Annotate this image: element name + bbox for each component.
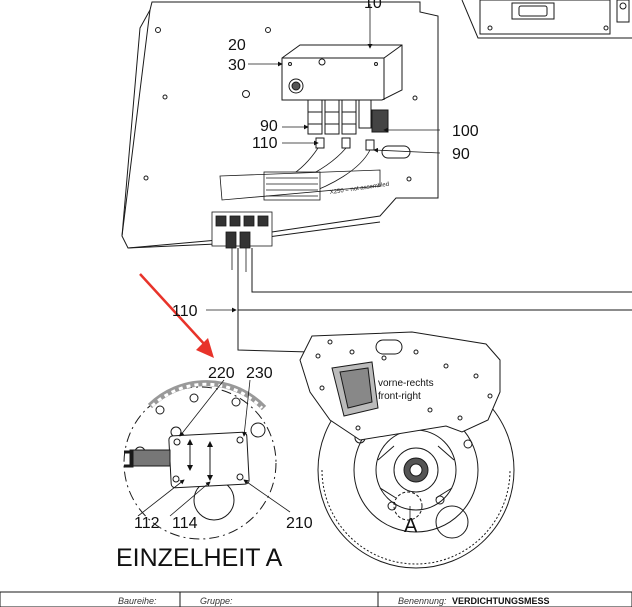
- sensor-bracket: [299, 331, 501, 441]
- title-block-name-value: VERDICHTUNGSMESS: [452, 596, 550, 606]
- leader-lines: [137, 4, 441, 518]
- wiring-harness: [211, 147, 381, 272]
- callout-210: 210: [286, 515, 313, 532]
- callout-112: 112: [134, 515, 160, 532]
- wiring-note: X250 = not assembled: [329, 182, 389, 196]
- title-block-name-label: Benennung:: [398, 596, 447, 606]
- callout-110-upper: 110: [252, 135, 278, 152]
- position-label-de: vorne-rechts: [378, 378, 434, 389]
- highlight-arrow: [139, 273, 214, 358]
- position-label-en: front-right: [378, 391, 421, 402]
- callout-30: 30: [228, 57, 246, 74]
- cable-runs: [237, 248, 632, 353]
- callout-90-left: 90: [260, 118, 278, 135]
- detail-a-view: [123, 380, 277, 540]
- callout-114: 114: [172, 515, 198, 532]
- junction-box: [281, 44, 403, 101]
- title-block-series-label: Baureihe:: [118, 596, 157, 606]
- mounting-plate: [121, 1, 439, 249]
- callout-110-lower: 110: [172, 303, 198, 320]
- callout-220: 220: [208, 365, 235, 382]
- callout-100: 100: [452, 123, 479, 140]
- callout-90-right: 90: [452, 146, 470, 163]
- control-panel: [461, 0, 632, 39]
- detail-title: EINZELHEIT A: [116, 544, 283, 572]
- cable-glands: [307, 99, 389, 151]
- callout-230: 230: [246, 365, 273, 382]
- callout-20: 20: [228, 37, 246, 54]
- title-block: [0, 591, 632, 607]
- callout-top: 10: [364, 0, 382, 12]
- title-block-group-label: Gruppe:: [200, 596, 233, 606]
- callout-A: A: [404, 515, 418, 537]
